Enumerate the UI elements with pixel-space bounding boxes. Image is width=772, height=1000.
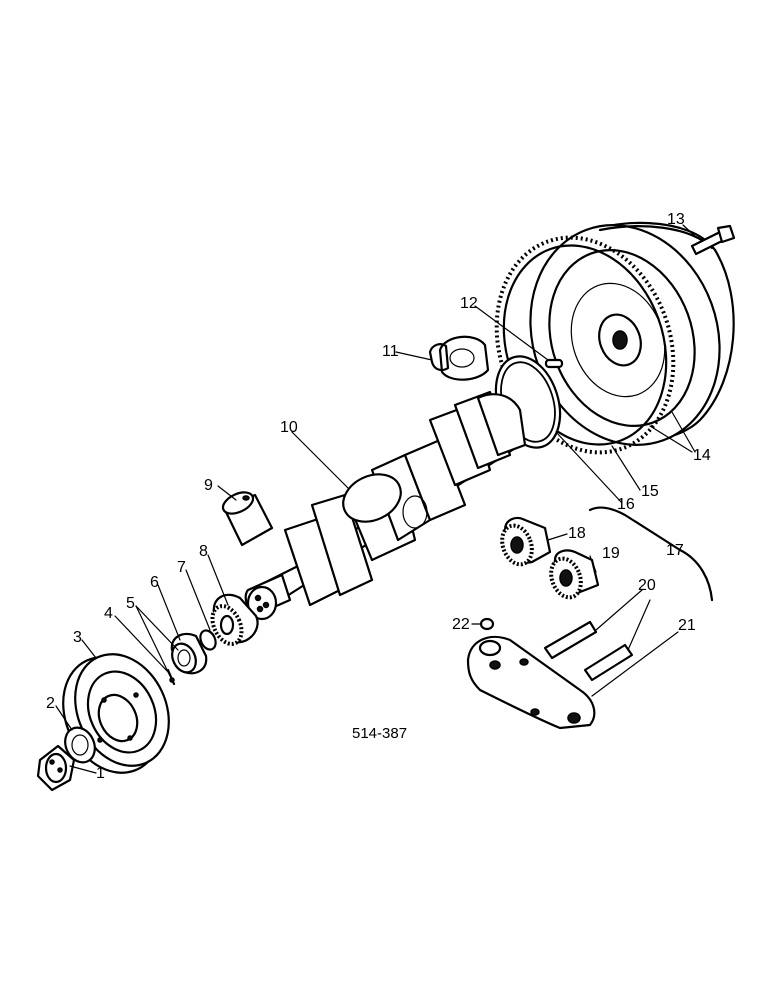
callout-21: 21: [678, 617, 696, 634]
callout-10: 10: [280, 419, 298, 436]
callout-19: 19: [602, 545, 620, 562]
callout-6: 6: [150, 574, 159, 591]
callout-15: 15: [641, 483, 659, 500]
callout-8: 8: [199, 543, 208, 560]
callout-7: 7: [177, 559, 186, 576]
callout-5: 5: [126, 595, 135, 612]
balancer-gear-lower: [549, 549, 600, 600]
callout-1: 1: [96, 765, 105, 782]
balancer-shaft-lower: [583, 643, 634, 682]
leader-lines: [55, 224, 698, 774]
callout-16: 16: [617, 496, 635, 513]
group-bracket: [588, 506, 714, 602]
bearing-shell: [221, 491, 274, 547]
oil-slinger: [170, 632, 208, 675]
callout-17: 17: [666, 542, 684, 559]
callout-11: 11: [382, 343, 399, 360]
woodruff-key: [166, 668, 176, 686]
thrust-washer: [428, 335, 490, 381]
callout-4: 4: [104, 605, 113, 622]
crankshaft: [244, 390, 527, 621]
dowel-pin: [544, 358, 564, 369]
pulley-nut: [36, 744, 76, 792]
balancer-housing: [466, 635, 596, 730]
flywheel: [529, 221, 735, 446]
callout-2: 2: [46, 695, 55, 712]
figure-reference-code: 514-387: [352, 725, 407, 742]
callout-18: 18: [568, 525, 586, 542]
flywheel-bolt: [690, 224, 736, 256]
callout-3: 3: [73, 629, 82, 646]
callout-12: 12: [460, 295, 478, 312]
crankshaft-gear: [210, 593, 259, 646]
spacer: [199, 629, 217, 651]
callout-14: 14: [693, 447, 711, 464]
callout-9: 9: [204, 477, 213, 494]
balancer-shaft-upper: [543, 620, 598, 660]
washer: [64, 726, 96, 764]
callout-20: 20: [638, 577, 656, 594]
callout-13: 13: [667, 211, 685, 228]
balancer-gear-upper: [500, 516, 552, 567]
callout-labels: 1 2 3 4 5 6 7 8 9 10 11 12 13 14 15 16 1…: [46, 211, 711, 782]
o-ring: [479, 617, 495, 631]
callout-22: 22: [452, 616, 470, 633]
